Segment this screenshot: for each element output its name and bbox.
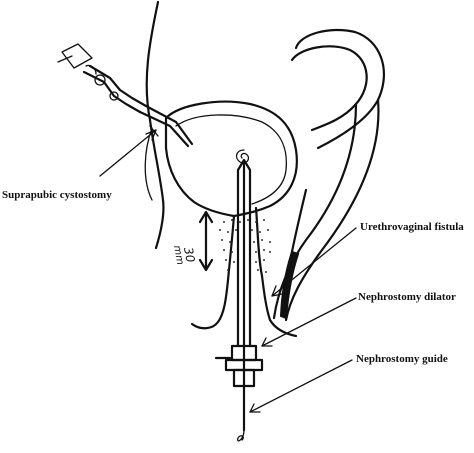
measurement-unit: mm — [171, 245, 185, 266]
label-nephrostomy-dilator: Nephrostomy dilator — [358, 291, 456, 303]
measurement-arrow — [198, 210, 214, 272]
label-suprapubic-cystostomy: Suprapubic cystostomy — [2, 189, 112, 201]
label-urethrovaginal-fistula: Urethrovaginal fistula — [360, 221, 464, 233]
measurement-value: 30 — [181, 246, 198, 264]
urethra-left — [190, 214, 236, 330]
label-nephrostomy-guide: Nephrostomy guide — [356, 353, 448, 365]
bladder-inner — [175, 114, 288, 205]
bladder-outline — [164, 100, 298, 218]
urethra-right — [254, 206, 298, 338]
uterus-inner — [290, 45, 368, 132]
vaginal-wall-line — [288, 188, 308, 264]
vaginal-wall — [279, 250, 300, 320]
abdominal-wall — [145, 0, 165, 250]
uterus-outline — [294, 28, 386, 150]
posterior-wall — [284, 98, 380, 322]
nephrostomy-device — [214, 149, 264, 442]
leader-lines — [99, 129, 357, 413]
cystostomy-instrument — [57, 43, 194, 148]
